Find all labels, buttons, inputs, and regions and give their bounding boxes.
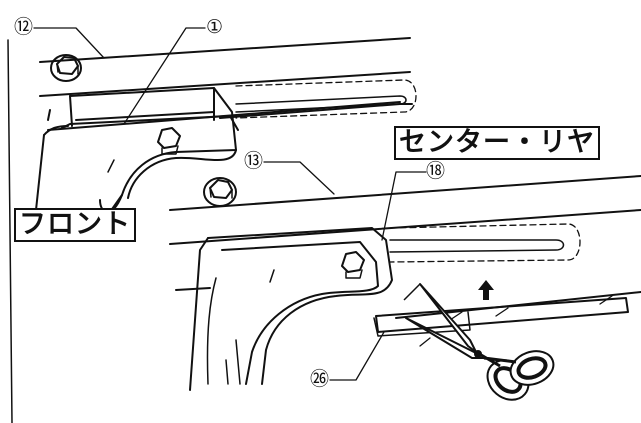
front-slot: [235, 79, 417, 119]
arrow-up-icon: [478, 280, 494, 300]
label-center-rear: センター・リヤ: [394, 126, 600, 160]
callout-part-12: ⑫: [14, 16, 34, 38]
callout-part-18: ⑱: [426, 160, 446, 182]
callout-part-1: ①: [206, 16, 224, 38]
callout-part-26: ㉖: [310, 368, 330, 390]
center-rear-frame: [169, 175, 641, 391]
bolt-icon: [203, 177, 237, 207]
bolt-icon: [341, 251, 365, 279]
top-leader-lines: [33, 27, 206, 125]
center-rear-slot: [389, 223, 581, 263]
bottom-leader-lines: [263, 161, 427, 381]
callout-part-13: ⑬: [244, 150, 264, 172]
scissors-icon: [403, 283, 555, 401]
label-front: フロント: [14, 208, 136, 242]
front-bracket: [69, 87, 237, 214]
bolt-icon: [50, 54, 82, 82]
bolt-icon: [157, 127, 181, 155]
